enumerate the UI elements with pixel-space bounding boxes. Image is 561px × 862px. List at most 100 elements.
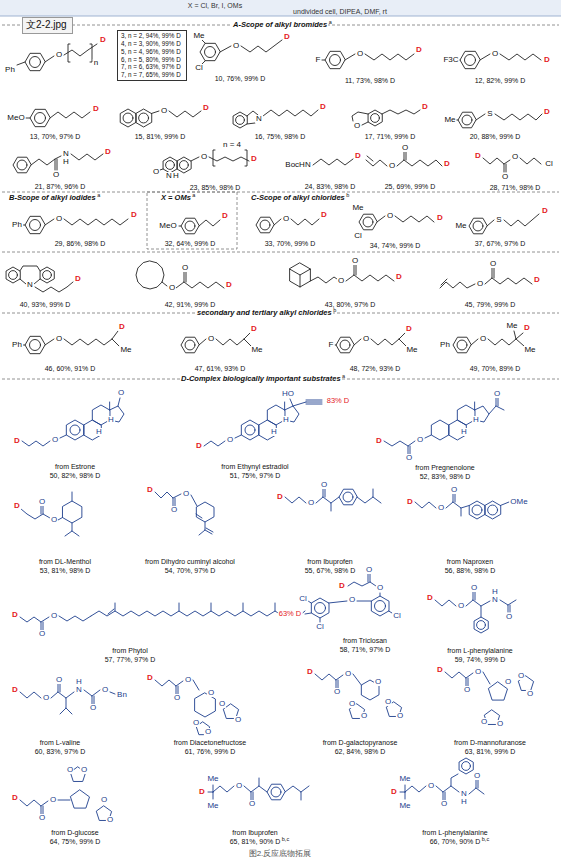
atom-label: O [501, 173, 509, 181]
atom-label: O [511, 153, 519, 161]
bond-line [160, 150, 249, 170]
compound-label: from Triclosan [342, 637, 388, 644]
bond-line [285, 489, 381, 511]
bond-line [163, 157, 177, 173]
atom-label: Me [398, 775, 411, 783]
bond-line [456, 114, 542, 120]
deuterium-label: D [146, 486, 154, 494]
compound-label: from DL-Menthol [38, 558, 92, 565]
atom-label: H [460, 428, 468, 436]
atom-label: Cl [353, 232, 363, 240]
atom-label: O [505, 613, 513, 621]
atom-label: O [374, 678, 382, 686]
atom-label: O [49, 796, 57, 804]
aromatic-ring [462, 115, 472, 125]
aromatic-ring [371, 114, 380, 123]
bond-line [435, 592, 516, 617]
section-heading: D-Complex biologically important substra… [180, 375, 342, 383]
deuterium-ratio: 83% D [326, 397, 351, 405]
section-heading: C-Scope of alkyl chlorides [250, 194, 346, 202]
deuterium-label: D [543, 56, 551, 64]
atom-label: Me [206, 802, 219, 810]
atom-label: N [26, 281, 34, 289]
bond-line [181, 337, 199, 353]
bond-line [384, 398, 504, 454]
atom-label: H [95, 428, 103, 436]
atom-label: O [248, 800, 256, 808]
compound-label: 37, 67%, 97% D [474, 240, 527, 247]
atom-label: S [495, 216, 502, 224]
compound-label: 59, 74%, 99% D [454, 656, 507, 663]
deuterium-label: D [118, 323, 126, 331]
atom-label: Ph [439, 341, 451, 349]
compound-label: 55, 67%, 98% D [304, 567, 357, 574]
bond-line [23, 219, 128, 225]
atom-label: H [270, 428, 278, 436]
aromatic-ring [205, 47, 216, 58]
bond-line [25, 53, 45, 70]
bond-line [151, 111, 201, 117]
bond-line [199, 333, 251, 346]
atom-label: O [50, 516, 58, 524]
atom-label: O [207, 335, 215, 343]
aromatic-ring [35, 113, 46, 124]
atom-label: O [473, 772, 481, 780]
atom-label: O [489, 260, 497, 268]
deuterium-label: D [533, 276, 541, 284]
deuterium-label: D [436, 214, 444, 222]
atom-label: H [75, 678, 83, 686]
compound-label: from Diacetonefructose [173, 739, 247, 746]
bond-line [485, 501, 501, 519]
bond-line [26, 112, 90, 118]
deuterium-label: D [406, 498, 414, 506]
deuterium-label: D [92, 105, 100, 113]
bond-line [335, 333, 406, 346]
compound-label: 16, 75%, 98% D [254, 133, 307, 140]
atom-label: O [168, 284, 176, 292]
atom-label: O [386, 212, 394, 220]
deuterium-label: D [11, 611, 19, 619]
atom-label: O [38, 814, 46, 822]
deuterium-label: D [11, 794, 19, 802]
atom-label: n = 4 [222, 141, 242, 149]
atom-label: O [450, 486, 458, 494]
aromatic-ring [70, 425, 80, 435]
bond-line [359, 214, 377, 230]
section-divider [2, 192, 559, 193]
bond-line [20, 800, 70, 814]
superscript-note: a [329, 20, 332, 26]
aromatic-ring [180, 161, 189, 170]
deuterium-label: D [338, 582, 346, 590]
header-rule [0, 16, 561, 17]
structure-group [20, 398, 534, 820]
bond-line [17, 44, 97, 65]
atom-label: Bn [116, 691, 128, 699]
bond-line [247, 110, 318, 124]
atom-label: O [333, 688, 341, 696]
atom-label: Me [405, 346, 418, 354]
bond-line [23, 331, 119, 346]
atom-label: O [204, 728, 212, 736]
bond-line [325, 51, 345, 68]
atom-label: HO [281, 390, 295, 398]
aromatic-ring [17, 160, 27, 170]
bond-line [431, 402, 489, 440]
deuterium-label: D [320, 211, 328, 219]
bond-line [315, 674, 361, 688]
atom-label: Cl [315, 623, 325, 631]
atom-label: Cl [544, 160, 554, 168]
bond-line [267, 784, 285, 800]
bond-line [177, 157, 191, 173]
deuterium-label: D [474, 152, 482, 160]
bond-line [366, 152, 442, 166]
bond-line [352, 110, 420, 125]
aromatic-ring [488, 505, 498, 515]
compound-label: from D-glucose [50, 829, 99, 836]
bond-line [70, 790, 89, 808]
atom-label: O [232, 42, 240, 50]
section-heading: X = OMs [160, 194, 192, 202]
compound-label: 34, 74%, 99% D [369, 242, 422, 249]
header-band [0, 0, 561, 16]
bond-line [62, 501, 81, 523]
